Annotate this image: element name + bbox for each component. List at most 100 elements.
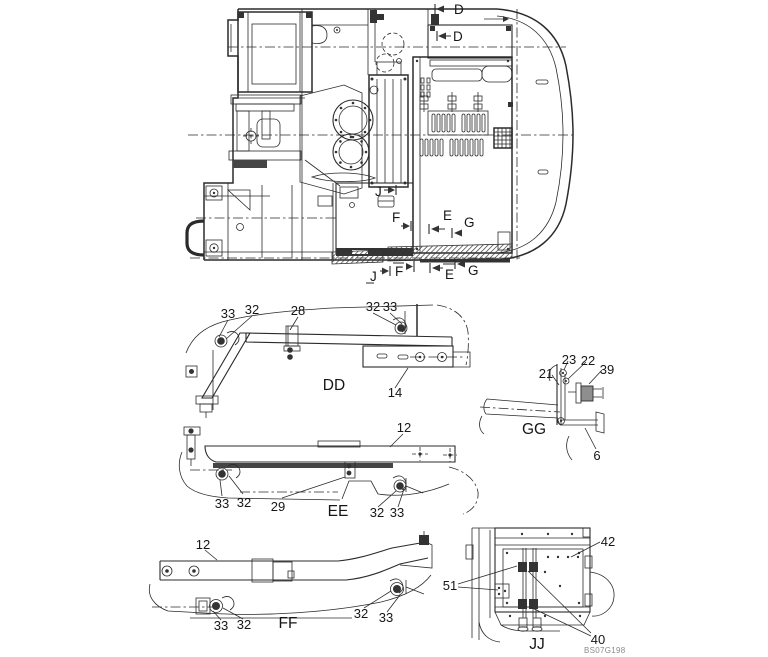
side-pocket: [589, 571, 615, 617]
view-title-jj: JJ: [529, 636, 545, 653]
center-deck-details: [310, 32, 405, 208]
hood-clamps: [419, 92, 483, 112]
plate-14: [362, 345, 471, 368]
leader-lines-ff: [204, 549, 401, 621]
section-label-j-mid: J: [375, 184, 382, 199]
section-label-e-inner: E: [443, 208, 452, 223]
section-label-d-top: D: [454, 2, 464, 17]
callout-32-right: 32: [366, 299, 380, 314]
section-label-f-inner: F: [392, 210, 400, 225]
panel-bolt-dots: [505, 532, 582, 618]
section-marker-e-bottom: E: [429, 263, 455, 282]
body-outline-left: [178, 451, 341, 501]
callout-29: 29: [271, 499, 285, 514]
end-bracket: [183, 426, 201, 466]
tread-plate-left: [331, 249, 384, 265]
vent-slot-cluster: [420, 77, 431, 98]
radiator-band: [368, 61, 409, 188]
leader-lines-gg: [551, 360, 603, 450]
section-marker-g-bottom: G: [454, 259, 479, 278]
leader-lines-ee: [219, 433, 405, 508]
section-label-g-inner: G: [464, 215, 475, 230]
top-rail: [245, 332, 453, 347]
rail-12-top: [160, 541, 427, 562]
callout-14: 14: [388, 385, 402, 400]
swing-frame: [228, 94, 302, 168]
callout-32-right: 32: [354, 606, 368, 621]
callout-33-right: 33: [379, 610, 393, 625]
bracket-29: [344, 461, 356, 479]
direction-arrow: [503, 16, 509, 22]
callout-51: 51: [443, 578, 457, 593]
swing-bearing-plate: [299, 84, 379, 195]
section-marker-j-mid: J: [375, 184, 397, 199]
callout-39: 39: [600, 362, 614, 377]
section-marker-f-inner: F: [392, 210, 412, 231]
detail-view-jj: 51 42 40 JJ: [443, 527, 615, 653]
toolbox-body: [494, 527, 591, 613]
louver-band-lower: [419, 138, 484, 157]
section-label-f-bottom: F: [395, 264, 403, 279]
rod-clamps: [518, 562, 538, 609]
figure-code: BS07G198: [584, 646, 626, 655]
body-outline: [148, 574, 432, 615]
view-title-gg: GG: [522, 421, 546, 438]
bolt-39: [568, 382, 604, 404]
section-marker-g-inner: G: [451, 215, 475, 238]
section-marker-f-bottom: F: [393, 261, 415, 279]
tread-plate-right: [387, 243, 513, 262]
callout-33-right: 33: [390, 505, 404, 520]
mount-clamp-right: [392, 317, 408, 335]
battery-box: [370, 10, 513, 59]
section-marker-j-bottom: J: [366, 266, 391, 284]
mount-rods: [522, 548, 537, 618]
detail-view-dd: 33 32 28 32 33 14 DD: [185, 299, 471, 418]
callout-32-left: 32: [237, 617, 251, 632]
door-edge: [471, 527, 495, 640]
leader-lines-dd: [218, 312, 409, 389]
lower-left-frame: [204, 183, 334, 260]
callout-23: 23: [562, 352, 576, 367]
view-title-dd: DD: [323, 377, 345, 394]
section-label-e-bottom: E: [445, 267, 454, 282]
callout-6: 6: [593, 448, 600, 463]
mount-clamp-right: [389, 578, 425, 596]
leader-lines-jj: [457, 541, 601, 637]
callout-33-right: 33: [383, 299, 397, 314]
engine-deck: [412, 56, 549, 254]
mount-clamp-left: [209, 596, 235, 613]
callout-33-left: 33: [214, 618, 228, 633]
mount-clamp-left: [215, 464, 241, 481]
section-label-g-bottom: G: [468, 263, 479, 278]
callout-33-left: 33: [221, 306, 235, 321]
louver-band-upper: [427, 110, 489, 136]
view-title-ff: FF: [279, 615, 298, 632]
rail-12: [204, 445, 456, 463]
callout-12: 12: [397, 420, 411, 435]
view-title-ee: EE: [328, 503, 349, 520]
callout-28: 28: [291, 303, 305, 318]
callout-32-right: 32: [370, 505, 384, 520]
callout-40: 40: [591, 632, 605, 647]
callout-21: 21: [539, 366, 553, 381]
section-marker-d-top: D: [434, 2, 464, 17]
callout-12: 12: [196, 537, 210, 552]
callout-32-left: 32: [237, 495, 251, 510]
support-leg: [201, 332, 251, 399]
callout-33-left: 33: [215, 496, 229, 511]
detail-view-ee: 12 33 32 29 32 33 EE: [178, 420, 479, 520]
callout-22: 22: [581, 353, 595, 368]
tread-plates: [331, 243, 513, 265]
mount-clamp-right: [392, 475, 424, 494]
section-label-d-inner: D: [453, 29, 463, 44]
callout-42: 42: [601, 534, 615, 549]
top-view-drawing: D D J F E G J: [185, 2, 574, 284]
section-marker-e-inner: E: [428, 208, 452, 234]
cab-box: [227, 11, 341, 99]
section-marker-d-inner: D: [436, 29, 463, 44]
cab-hook: [311, 25, 328, 44]
mesh-grille: [493, 127, 513, 149]
detail-view-gg: 21 23 22 39 6 GG: [479, 352, 614, 463]
